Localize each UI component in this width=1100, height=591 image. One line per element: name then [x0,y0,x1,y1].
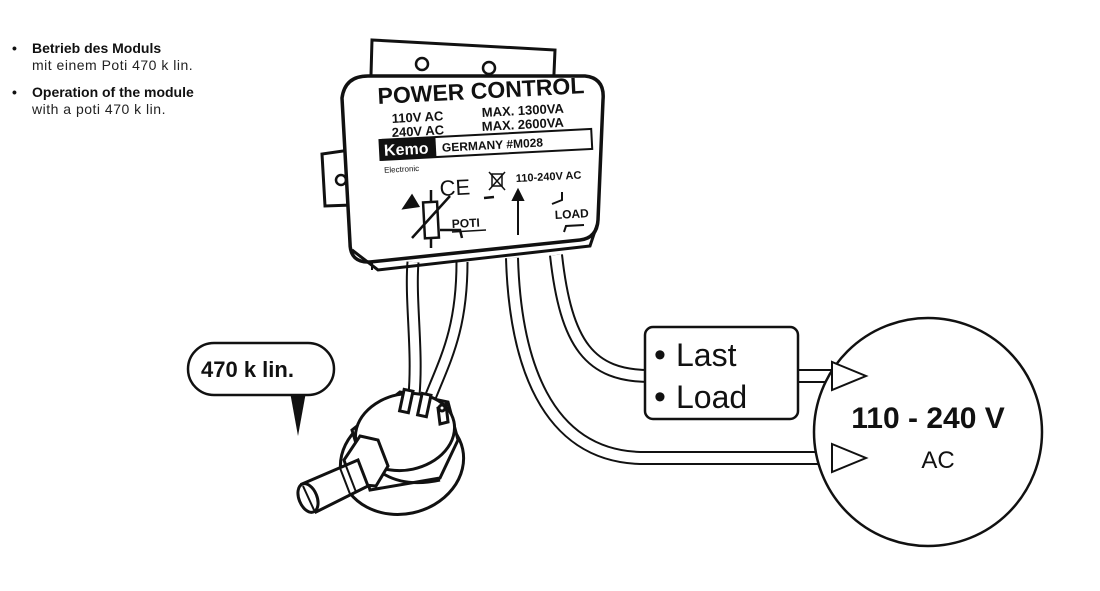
supply-arrow-icon [511,187,525,235]
poti-callout: 470 k lin. [186,341,336,436]
mains-type: AC [921,447,954,474]
note-title: Betrieb des Moduls [32,40,162,56]
brand-subtitle: Electronic [384,164,420,175]
poti-label: POTI [451,216,480,231]
supply-label: 110-240V AC [516,170,582,185]
module-voltage-1: 110V AC [391,108,444,126]
arrow-supply-tip [831,442,869,474]
load-box: • Last • Load [643,325,800,421]
potentiometer [296,387,466,516]
note-subtitle: mit einem Poti 470 k lin. [32,57,194,73]
load-label: LOAD [554,206,589,222]
module-voltage-2: 240V AC [391,122,445,140]
dash-mark [483,195,495,200]
load-box-line-2: Load [676,379,747,415]
brand-logo: Kemo [384,140,430,159]
module-max-1: MAX. 1300VA [481,101,564,120]
poti-label-underline [451,229,487,233]
brand-strip: Kemo GERMANY #M028 Electronic [378,127,594,175]
weee-bin-icon [488,171,506,191]
load-box-line-1: Last [676,337,737,373]
load-symbol-icon [551,192,585,233]
load-box-bullet: • [654,378,666,416]
note-subtitle: with a poti 470 k lin. [32,101,166,117]
module-max-2: MAX. 2600VA [481,115,564,134]
wire-load-double [549,254,838,383]
wire-poti-2 [423,261,469,401]
bullet: • [12,40,17,56]
note-german: • Betrieb des Moduls mit einem Poti 470 … [6,40,306,74]
ce-mark: CE [439,174,471,201]
mains-voltage: 110 - 240 V [851,402,1004,435]
poti-callout-text: 470 k lin. [201,357,294,382]
arrow-load-tip [831,360,869,392]
notes: • Betrieb des Moduls mit einem Poti 470 … [6,40,306,128]
bullet: • [12,84,17,100]
wire-supply [505,257,838,465]
load-box-bullet: • [654,336,666,374]
mains-circle: 110 - 240 V AC [812,316,1044,548]
module-origin: GERMANY #M028 [442,135,544,154]
note-title: Operation of the module [32,84,194,100]
wire-poti-1 [405,261,422,396]
poti-symbol-icon [401,190,464,248]
note-english: • Operation of the module with a poti 47… [6,84,306,118]
module-body [340,74,605,272]
